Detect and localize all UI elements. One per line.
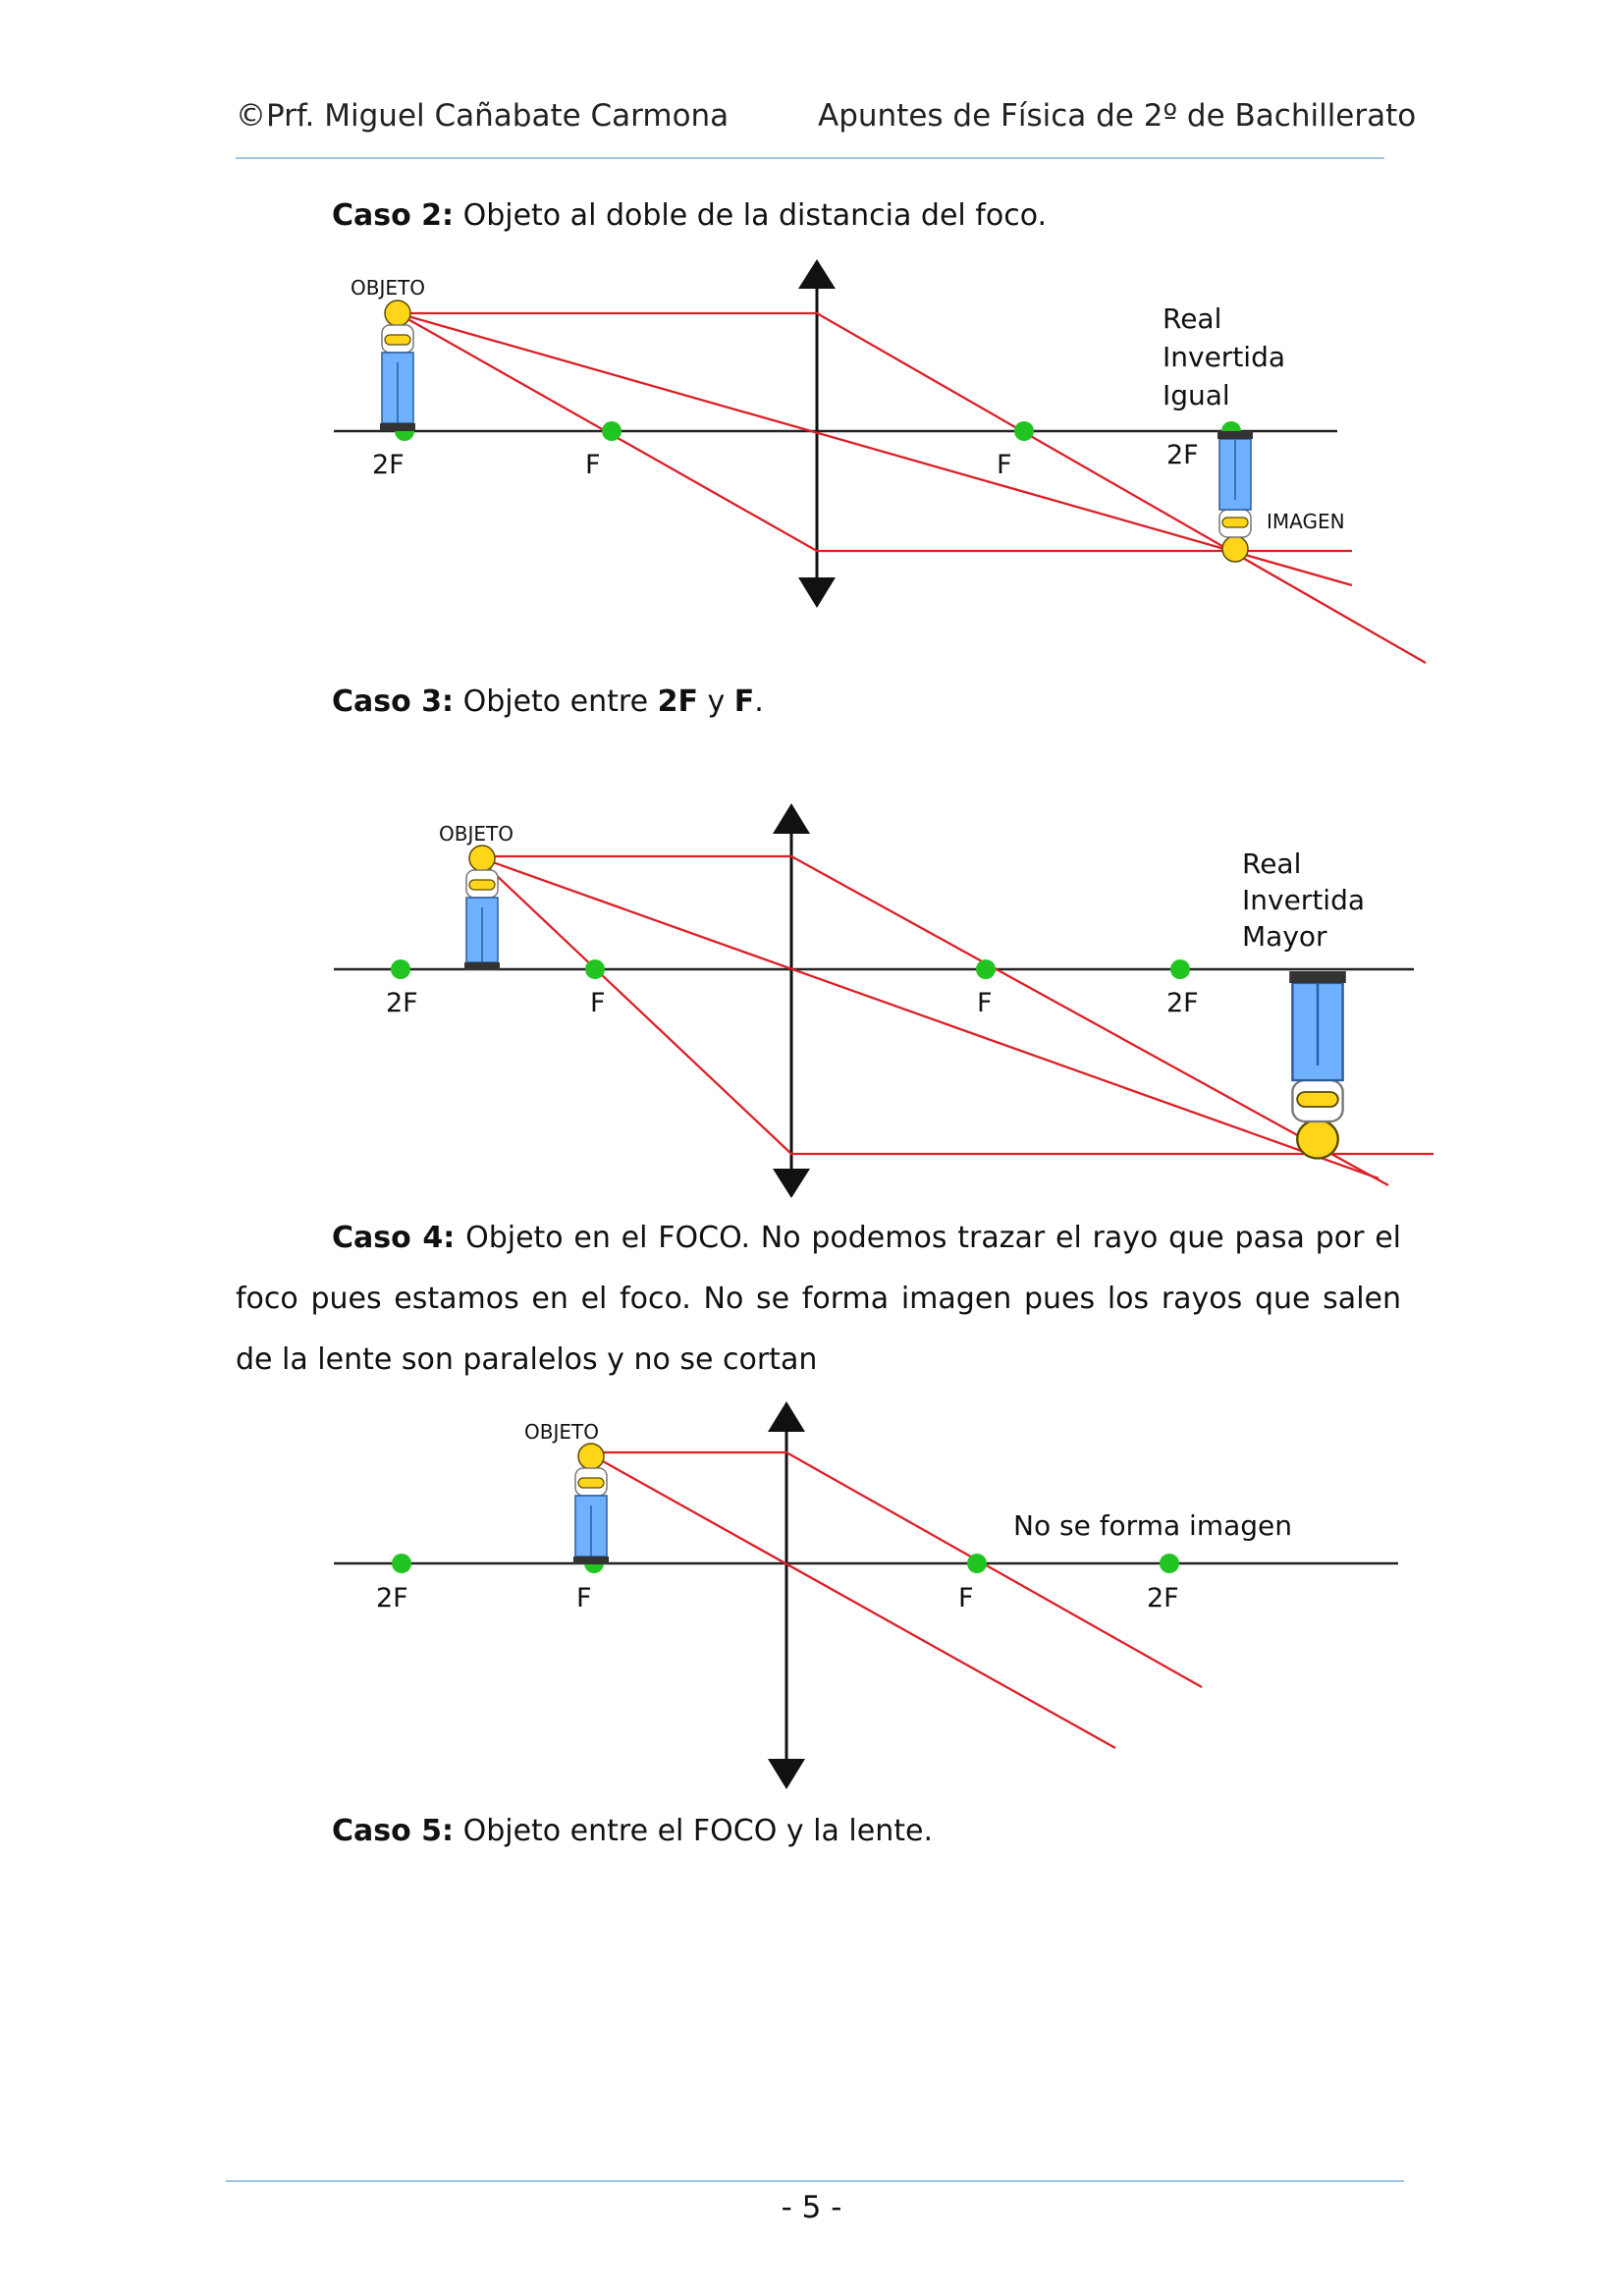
object-figure-icon: [464, 845, 500, 970]
axis-label-2f-right: 2F: [1166, 440, 1199, 470]
image-figure-icon: [1217, 431, 1253, 563]
description-igual: Igual: [1163, 379, 1230, 411]
focus-point-2f-left: [391, 959, 410, 979]
axis-label-2f-left: 2F: [386, 988, 418, 1018]
page-number: - 5 -: [781, 2190, 842, 2225]
axis-label-f-left: F: [590, 988, 606, 1018]
description-mayor: Mayor: [1242, 920, 1327, 953]
focus-point-f-left: [585, 959, 605, 979]
object-figure-icon: [573, 1443, 609, 1564]
footer-rule: [226, 2180, 1404, 2182]
description-real: Real: [1163, 302, 1221, 335]
axis-label-f-left: F: [585, 450, 601, 480]
lens-arrow-up-icon: [773, 803, 810, 834]
no-image-note: No se forma imagen: [1013, 1509, 1292, 1542]
caso3-text-c: .: [754, 684, 764, 719]
header-author: ©Prf. Miguel Cañabate Carmona: [236, 98, 730, 134]
lens-arrow-down-icon: [773, 1169, 810, 1198]
caso4-diagram: OBJETO 2F F F 2F No se forma imagen: [334, 1401, 1398, 1789]
axis-label-2f-left: 2F: [372, 450, 405, 480]
caso2-text: Objeto al doble de la distancia del foco…: [454, 198, 1048, 233]
object-label: OBJETO: [524, 1420, 599, 1444]
focus-point-f-right: [976, 959, 996, 979]
focus-point-f-right: [1014, 421, 1034, 441]
caso3-text-a: Objeto entre: [454, 684, 658, 719]
axis-label-2f-right: 2F: [1147, 1583, 1179, 1613]
caso5-heading: Caso 5: Objeto entre el FOCO y la lente.: [332, 1801, 933, 1862]
focus-point-f-right: [967, 1554, 987, 1573]
description-invertida: Invertida: [1163, 341, 1285, 373]
object-label: OBJETO: [439, 822, 514, 846]
axis-label-f-right: F: [977, 988, 993, 1018]
ray-center: [475, 854, 1380, 1180]
axis-label-f-left: F: [576, 1583, 592, 1613]
image-label: IMAGEN: [1267, 510, 1345, 533]
ray-center: [586, 1450, 1116, 1750]
caso3-bold-f: F: [733, 684, 755, 719]
caso3-text-b: y: [697, 684, 734, 719]
focus-point-2f-right: [1170, 959, 1190, 979]
caso2-bold: Caso 2:: [332, 198, 455, 233]
caso3-bold-2f: 2F: [657, 684, 698, 719]
lens-arrow-up-icon: [768, 1401, 805, 1432]
ray-parallel: [587, 1450, 1203, 1689]
caso4-text: Objeto en el FOCO. No podemos trazar el …: [236, 1221, 1401, 1377]
header-subject: Apuntes de Física de 2º de Bachillerato: [818, 98, 1417, 134]
caso4-bold: Caso 4:: [332, 1221, 456, 1255]
description-real: Real: [1242, 847, 1301, 880]
ray-focus: [397, 311, 1352, 553]
ray-center: [397, 311, 1353, 587]
caso2-diagram: OBJETO IMAGEN 2F F F 2F Real Invertida I…: [334, 259, 1427, 664]
focus-point-2f-right: [1160, 1554, 1179, 1573]
axis-label-f-right: F: [997, 450, 1012, 480]
axis-label-f-right: F: [958, 1583, 974, 1613]
caso3-diagram: OBJETO 2F F F 2F Real Invertida Mayor: [334, 803, 1434, 1198]
axis-label-2f-right: 2F: [1166, 988, 1199, 1018]
caso3-heading: Caso 3: Objeto entre 2F y F.: [332, 672, 764, 733]
focus-point-f-left: [602, 421, 622, 441]
object-figure-icon: [380, 300, 415, 431]
ray-parallel: [476, 854, 1389, 1187]
caso3-bold: Caso 3:: [332, 684, 455, 719]
focus-point-2f-left: [392, 1554, 411, 1573]
lens-arrow-down-icon: [798, 577, 836, 608]
caso4-paragraph: Caso 4: Objeto en el FOCO. No podemos tr…: [236, 1208, 1401, 1391]
caso2-heading: Caso 2: Objeto al doble de la distancia …: [332, 186, 1047, 246]
caso5-bold: Caso 5:: [332, 1814, 455, 1848]
description-invertida: Invertida: [1242, 884, 1365, 916]
ray-focus: [475, 855, 1434, 1156]
image-figure-icon: [1289, 971, 1346, 1160]
lens-arrow-down-icon: [768, 1759, 805, 1789]
header-rule: [236, 157, 1384, 159]
axis-label-2f-left: 2F: [376, 1583, 408, 1613]
caso5-text: Objeto entre el FOCO y la lente.: [454, 1814, 933, 1848]
lens-arrow-up-icon: [798, 259, 836, 289]
object-label: OBJETO: [351, 276, 425, 300]
